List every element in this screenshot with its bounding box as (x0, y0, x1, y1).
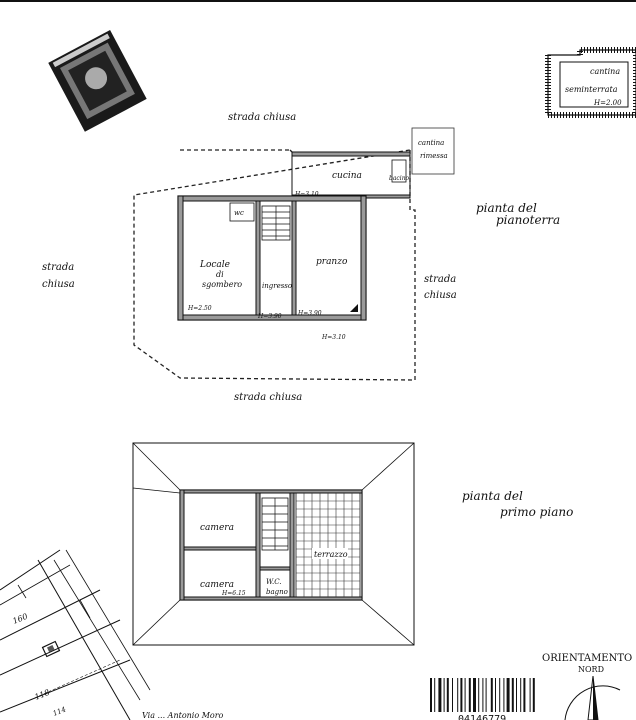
label-street-left-1: strada (42, 262, 74, 273)
annex-label-2: rimessa (420, 152, 448, 160)
barcode-bar (478, 678, 480, 712)
basement-label-1: cantina (590, 67, 620, 76)
height-locale: H=2.50 (187, 305, 212, 312)
barcode-bar (485, 678, 487, 712)
barcode-bar (430, 678, 432, 712)
barcode-bar (503, 678, 505, 712)
ground-floor-stairs (261, 205, 291, 241)
barcode-bar (529, 678, 531, 712)
tax-stamp (48, 30, 147, 132)
label-locale-2: di (216, 270, 224, 279)
label-street-top: strada chiusa (228, 112, 296, 123)
label-cucina: cucina (332, 171, 362, 181)
barcode-bar (434, 678, 436, 712)
barcode-bar (499, 678, 501, 712)
height-camera: H=6.15 (221, 590, 246, 597)
basement-label-2: seminterrata (565, 85, 618, 94)
barcode-bar (523, 678, 526, 712)
terrace-label-bg (312, 548, 348, 559)
height-outer: H=3.10 (321, 334, 346, 341)
label-locale-3: sgombero (202, 280, 242, 289)
basement-height: H=2.00 (593, 99, 622, 107)
barcode-bar (468, 678, 471, 712)
parcel-160: 160 (11, 612, 29, 626)
terrace-grid (295, 492, 361, 598)
annex-box (411, 127, 455, 175)
barcode-bar (482, 678, 484, 712)
parcel-114: 114 (52, 705, 67, 717)
label-camera-top: camera (200, 523, 234, 533)
label-ingresso: ingresso (262, 282, 292, 290)
first-floor-plan (132, 442, 415, 646)
label-street-right-1: strada (424, 274, 456, 285)
orientation-north-label: NORD (578, 665, 604, 674)
barcode-bar (460, 678, 463, 712)
barcode-bar (473, 678, 476, 712)
orientation-title: ORIENTAMENTO (542, 653, 632, 664)
label-terrazzo: terrazzo (314, 550, 348, 559)
barcode-bar (506, 678, 510, 712)
barcode-bar (520, 678, 522, 712)
label-wc-first-2: bagno (266, 588, 288, 596)
label-pozzo: bacino (389, 175, 410, 182)
label-street-bottom: strada chiusa (234, 392, 302, 403)
barcode-bar (438, 678, 442, 712)
ground-floor-title-1: pianta del (476, 201, 537, 215)
first-floor-title-2: primo piano (500, 505, 573, 519)
north-arrow-icon (564, 675, 621, 720)
barcode-bar (457, 678, 459, 712)
label-street-left-2: chiusa (42, 279, 75, 290)
annex-label-1: cantina (418, 139, 444, 147)
bottom-note: Via ... Antonio Moro (142, 711, 224, 720)
barcode-number: 04146779 (458, 714, 506, 720)
label-pranzo: pranzo (316, 257, 348, 267)
ground-floor-title-2: pianoterra (496, 213, 560, 227)
barcode-bar (532, 678, 535, 712)
label-street-right-2: chiusa (424, 290, 457, 301)
barcode-bar (490, 678, 493, 712)
cadastral-map (0, 549, 151, 720)
height-pranzo: H=3.90 (297, 310, 322, 317)
barcode-bar (511, 678, 514, 712)
label-camera-bottom: camera (200, 580, 234, 590)
label-locale-1: Locale (199, 260, 230, 270)
barcode-bar (495, 678, 496, 712)
barcode (430, 678, 535, 712)
label-wc-first-1: W.C. (266, 578, 282, 586)
parcel-118: 118 (33, 688, 51, 702)
barcode-bar (452, 678, 453, 712)
height-ingresso: H=3.90 (257, 313, 282, 320)
barcode-bar (464, 678, 466, 712)
barcode-bar (443, 678, 445, 712)
barcode-bar (446, 678, 449, 712)
basement-key: cantina seminterrata H=2.00 (545, 47, 636, 118)
first-floor-title-1: pianta del (462, 489, 523, 503)
ground-floor-site-boundary (133, 149, 416, 381)
height-cucina: H=3.10 (294, 191, 319, 198)
label-wc-ground: wc (234, 209, 244, 217)
barcode-bar (516, 678, 517, 712)
chimney-mark (350, 304, 358, 312)
